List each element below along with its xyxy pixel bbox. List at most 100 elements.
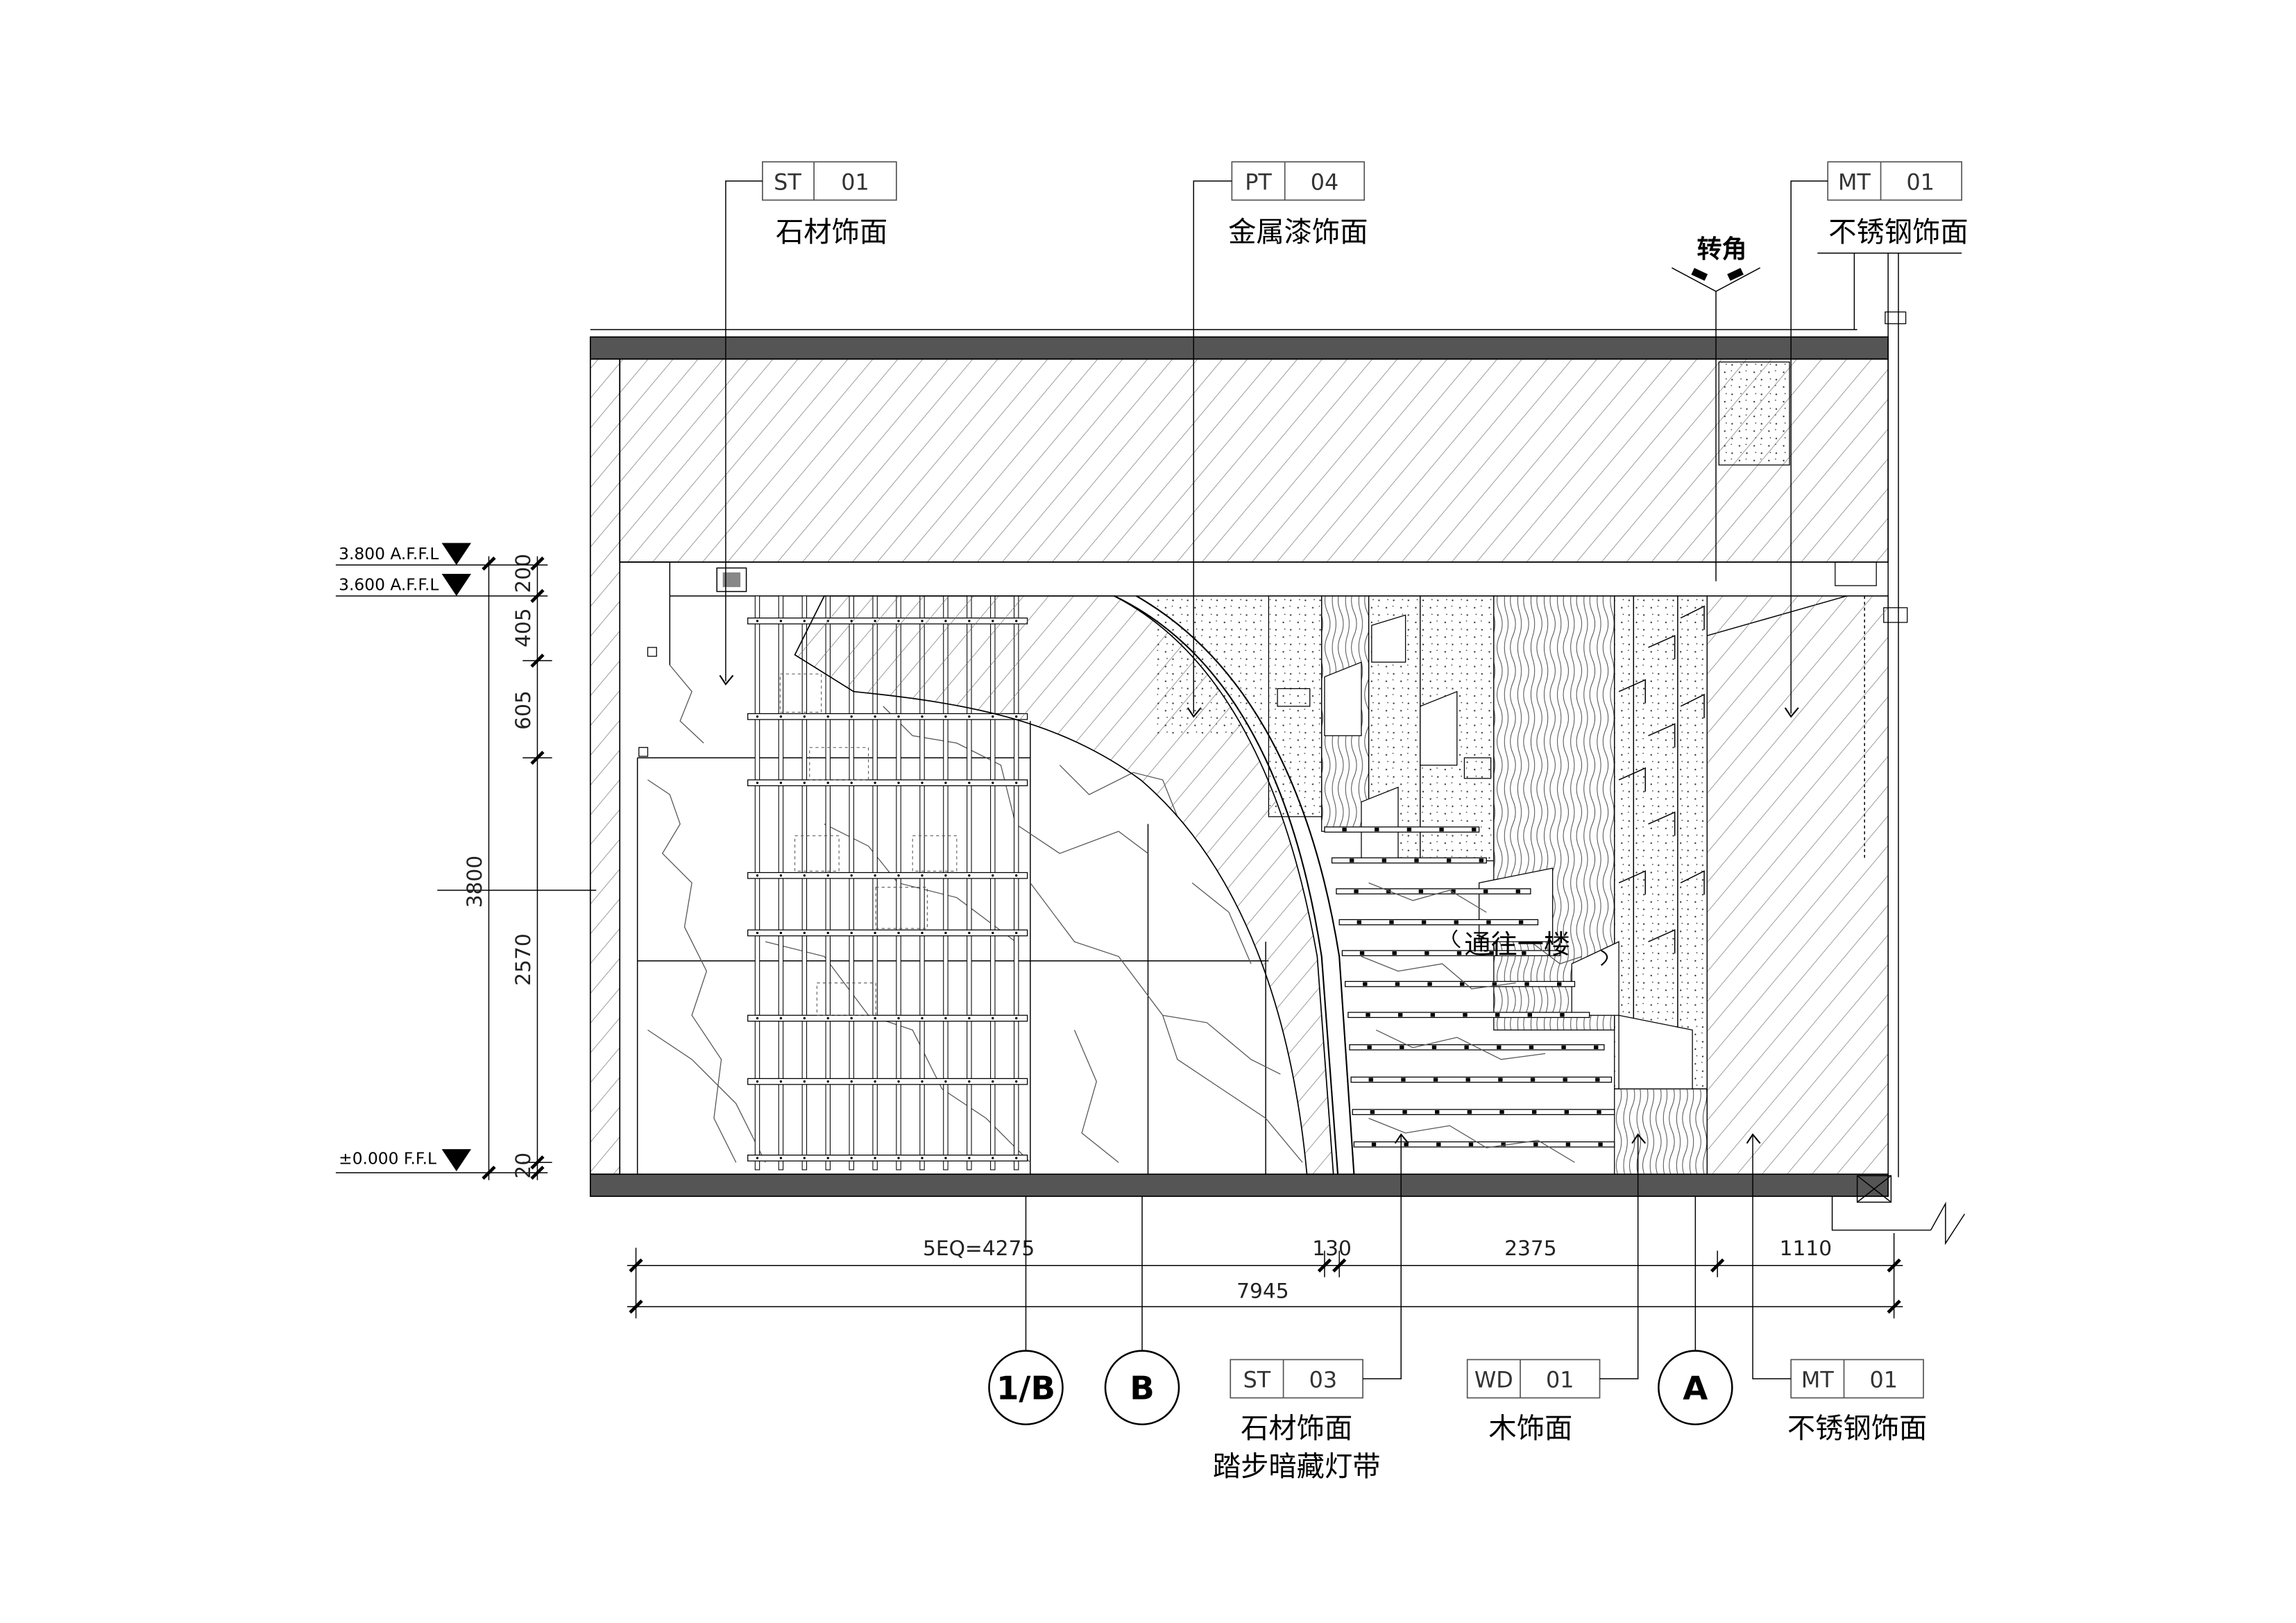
- leader-arrow-icon: [1394, 1133, 1409, 1144]
- wall-fixing: [647, 647, 657, 657]
- stair-tread: [1353, 1141, 1615, 1148]
- tag-bottom-st03: ST 03 石材饰面 踏步暗藏灯带: [1213, 1133, 1409, 1483]
- corner-label: 转角: [1697, 235, 1746, 264]
- tag-label: 石材饰面: [776, 216, 887, 248]
- stair-note-text: 通往一楼: [1464, 930, 1570, 960]
- shelf-board: [747, 1078, 1028, 1085]
- leader-arrow-icon: [1631, 1133, 1647, 1144]
- ceiling-corner-box: [1718, 362, 1790, 466]
- tag-code: MT: [1801, 1368, 1834, 1393]
- leader-arrow-icon: [1784, 707, 1799, 718]
- marble-wall: [636, 665, 1303, 1175]
- axis-bubble-1b: [988, 1350, 1064, 1425]
- dim-tick: [482, 556, 496, 571]
- dim-tick: [1710, 1258, 1725, 1273]
- tag-code: PT: [1245, 170, 1272, 196]
- dim-tick: [1317, 1258, 1332, 1273]
- tag-code: ST: [1243, 1368, 1271, 1393]
- stair-tread: [1341, 950, 1561, 956]
- shelf-post: [801, 595, 808, 1171]
- axis-bubble-a: [1658, 1350, 1733, 1425]
- wood-base: [1614, 1088, 1708, 1175]
- dim-3800: 3800: [462, 856, 486, 908]
- tag-label: 金属漆饰面: [1228, 216, 1368, 248]
- curved-arrow-icon: [1452, 929, 1461, 949]
- tag-label: 不锈钢饰面: [1828, 216, 1968, 248]
- dim-tick: [530, 1165, 545, 1180]
- stair-tread: [1324, 826, 1480, 833]
- dim-20: 20: [511, 1153, 535, 1179]
- wall-fixing: [638, 747, 649, 757]
- level-3600-label: 3.600 A.F.F.L: [339, 575, 439, 594]
- stair-tread: [1347, 1012, 1590, 1019]
- tag-bottom-wd01: WD 01 木饰面: [1466, 1133, 1647, 1445]
- feature-wall: [1155, 595, 1708, 1175]
- floor-step: [1831, 1196, 1931, 1231]
- stair-direction-note: 通往一楼: [1452, 929, 1608, 966]
- shelf-board: [747, 1155, 1028, 1162]
- dim-tick: [1887, 1299, 1901, 1314]
- tag-top-pt04: PT 04 金属漆饰面: [1187, 161, 1368, 718]
- curved-arrow-icon: [1600, 949, 1608, 966]
- shelf-board: [747, 1014, 1028, 1022]
- level-floor-label: ±0.000 F.F.L: [339, 1149, 436, 1168]
- stair-tread: [1331, 857, 1487, 864]
- level-triangle-icon: [441, 543, 472, 566]
- dim-tick: [530, 588, 545, 603]
- tag-top-mt01: MT 01 不锈钢饰面: [1784, 161, 1968, 718]
- leader-arrow-icon: [1746, 1133, 1761, 1144]
- tag-number: 01: [1870, 1368, 1898, 1393]
- shelf-board: [747, 929, 1028, 937]
- corner-marker: 转角: [1672, 235, 1761, 581]
- break-line: [1930, 1201, 1966, 1246]
- tag-label: 不锈钢饰面: [1787, 1412, 1927, 1445]
- stair-tread: [1352, 1109, 1615, 1115]
- dim-200: 200: [511, 554, 535, 593]
- floor-slab: [589, 1173, 1889, 1197]
- level-markers: 3.800 A.F.F.L 3.600 A.F.F.L ±0.000 F.F.L: [335, 543, 548, 1173]
- shelf-board: [747, 779, 1028, 787]
- top-slab: [589, 336, 1889, 360]
- shelf-post: [778, 595, 784, 1171]
- dim-tick: [1332, 1258, 1347, 1273]
- shelf-board: [747, 713, 1028, 720]
- level-triangle-icon: [441, 574, 472, 596]
- dim-tick: [482, 1165, 496, 1180]
- structure: [589, 253, 1966, 1246]
- vertical-dimensions: 200 405 605 2570 20 3800: [437, 554, 597, 1180]
- leader-arrow-icon: [1187, 707, 1202, 718]
- level-triangle-icon: [441, 1149, 472, 1171]
- level-3800-label: 3.800 A.F.F.L: [339, 545, 439, 563]
- dim-tick: [629, 1258, 643, 1273]
- dim-tick: [629, 1299, 643, 1314]
- shelf-post: [754, 595, 760, 1171]
- dim-5eq: 5EQ=4275: [923, 1236, 1035, 1260]
- column-detail: [1885, 311, 1907, 325]
- ceiling-void: [619, 358, 1889, 563]
- horizontal-dimensions: 5EQ=4275 130 2375 1110 7945: [627, 1233, 1903, 1319]
- ceiling-trim: [1835, 561, 1877, 586]
- light-fixture: [716, 567, 747, 593]
- dim-tick: [1887, 1258, 1901, 1273]
- dim-130: 130: [1312, 1236, 1352, 1260]
- tag-label-secondary: 踏步暗藏灯带: [1213, 1450, 1381, 1483]
- tag-label: 木饰面: [1488, 1412, 1572, 1445]
- tag-top-st01: ST 01 石材饰面: [719, 161, 897, 686]
- stainless-panel: [1706, 595, 1889, 1175]
- axis-label-b: B: [1130, 1370, 1155, 1408]
- axis-label-a: A: [1683, 1370, 1708, 1408]
- tag-bottom-mt01: MT 01 不锈钢饰面: [1746, 1133, 1927, 1445]
- dim-605: 605: [511, 690, 535, 730]
- dim-tick: [530, 1155, 545, 1170]
- tag-number: 03: [1309, 1368, 1337, 1393]
- stair-tread: [1336, 888, 1531, 894]
- dim-tick: [530, 556, 545, 571]
- dim-2375: 2375: [1504, 1236, 1557, 1260]
- tag-code: ST: [774, 170, 801, 196]
- left-wall: [589, 358, 621, 1175]
- leader-arrow-icon: [719, 674, 734, 686]
- axis-label-1b: 1/B: [996, 1370, 1055, 1408]
- dim-tick: [530, 654, 545, 668]
- soffit-edge: [620, 561, 671, 665]
